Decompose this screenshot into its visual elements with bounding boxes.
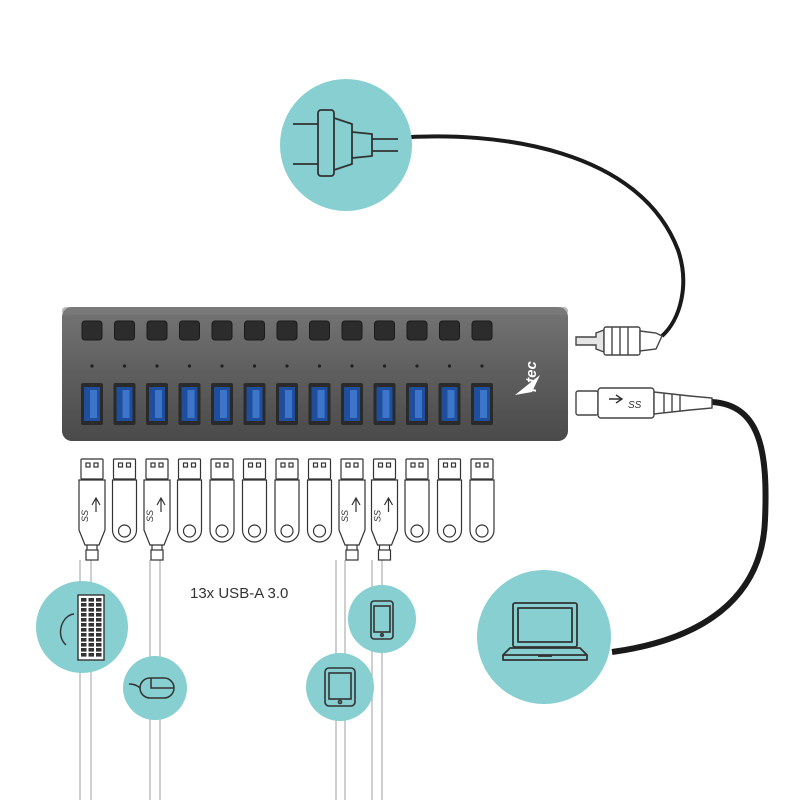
usb-ss-mark: SS — [340, 510, 350, 522]
port-led-2 — [122, 364, 127, 368]
usb-ss-mark: SS — [373, 510, 383, 522]
power-connector — [575, 326, 663, 356]
port-led-6 — [252, 364, 257, 368]
usb-ss-mark: SS — [145, 510, 155, 522]
usb-plug-cable-9: SS — [338, 458, 366, 561]
phone-circle — [348, 585, 416, 653]
tablet-circle — [306, 653, 374, 721]
port-led-13 — [480, 364, 484, 368]
port-button-1[interactable] — [81, 320, 103, 341]
port-led-11 — [415, 364, 419, 368]
usb-b-ss-mark: SS — [628, 400, 642, 411]
keyboard-icon — [59, 594, 105, 661]
usb-a-port-3[interactable] — [146, 383, 168, 425]
port-led-7 — [285, 364, 289, 368]
brand-text: i-tec — [523, 361, 540, 393]
port-button-6[interactable] — [244, 320, 265, 341]
keyboard-circle — [36, 581, 128, 673]
usb-hub: i-tec — [62, 307, 568, 441]
usb-flash-drive-8 — [306, 458, 333, 543]
usb-a-port-10[interactable] — [373, 383, 396, 425]
port-button-10[interactable] — [374, 320, 395, 341]
usb-flash-drive-4 — [176, 458, 203, 543]
laptop-circle — [477, 570, 611, 704]
usb-plug-cable-1: SS — [78, 458, 106, 561]
usb-flash-drive-5 — [209, 458, 235, 543]
port-button-4[interactable] — [179, 320, 200, 341]
port-button-2[interactable] — [114, 320, 135, 341]
power-circle — [280, 79, 412, 211]
port-led-10 — [382, 364, 387, 368]
power-cable — [394, 134, 686, 338]
usb-a-port-1[interactable] — [81, 383, 103, 425]
usb-a-port-13[interactable] — [471, 383, 493, 425]
usb-flash-drive-12 — [436, 458, 463, 543]
port-led-9 — [350, 364, 354, 368]
brand-logo: i-tec — [523, 361, 540, 393]
usb-b-connector: SS — [575, 387, 713, 419]
brand-swoosh — [515, 375, 540, 395]
usb-flash-drive-6 — [241, 458, 268, 543]
port-led-3 — [155, 364, 159, 368]
usb-flash-drive-2 — [111, 458, 138, 543]
usb-a-port-2[interactable] — [113, 383, 136, 425]
port-led-8 — [317, 364, 322, 368]
port-led-5 — [220, 364, 224, 368]
usb-flash-drive-13 — [469, 458, 495, 543]
ports-label: 13x USB-A 3.0 — [190, 585, 288, 602]
usb-plug-cable-3: SS — [143, 458, 171, 561]
usb-a-port-6[interactable] — [243, 383, 266, 425]
port-button-8[interactable] — [309, 320, 330, 341]
phone-icon — [370, 600, 394, 640]
port-button-3[interactable] — [146, 320, 168, 341]
port-button-11[interactable] — [406, 320, 428, 341]
usb-a-port-11[interactable] — [406, 383, 428, 425]
usb-a-port-8[interactable] — [308, 383, 331, 425]
usb-a-port-4[interactable] — [178, 383, 201, 425]
port-button-13[interactable] — [471, 320, 493, 341]
tablet-icon — [324, 667, 356, 707]
laptop-cable — [611, 399, 769, 655]
mouse-circle — [123, 656, 187, 720]
usb-ss-mark: SS — [80, 510, 90, 522]
port-button-7[interactable] — [276, 320, 298, 341]
usb-plug-cable-10: SS — [370, 458, 399, 561]
power-plug-icon — [293, 109, 398, 177]
port-led-12 — [447, 364, 452, 368]
usb-a-port-9[interactable] — [341, 383, 363, 425]
usb-a-port-7[interactable] — [276, 383, 298, 425]
mouse-icon — [128, 677, 175, 699]
port-button-9[interactable] — [341, 320, 363, 341]
usb-flash-drive-11 — [404, 458, 430, 543]
port-button-12[interactable] — [439, 320, 460, 341]
usb-a-port-5[interactable] — [211, 383, 233, 425]
port-led-4 — [187, 364, 192, 368]
usb-a-port-12[interactable] — [438, 383, 461, 425]
port-led-1 — [90, 364, 94, 368]
port-button-5[interactable] — [211, 320, 233, 341]
usb-flash-drive-7 — [274, 458, 300, 543]
laptop-icon — [502, 602, 588, 661]
